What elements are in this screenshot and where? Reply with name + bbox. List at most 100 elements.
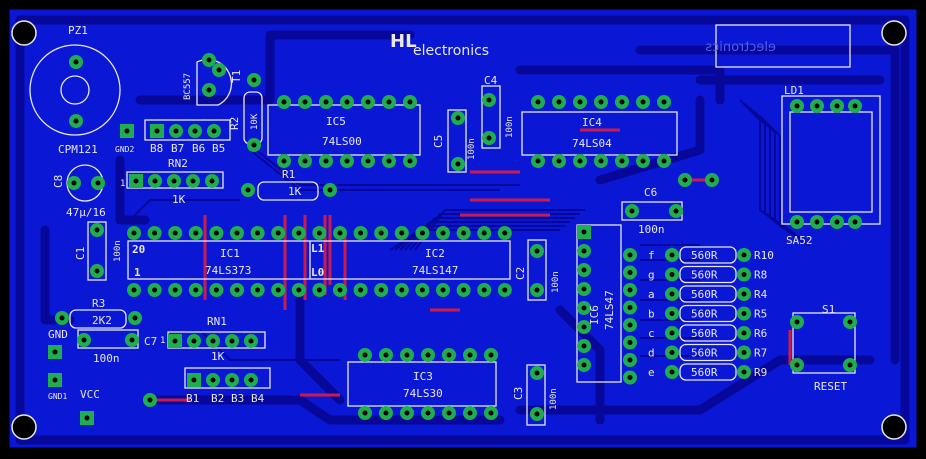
label-c8: C8: [52, 175, 65, 188]
label-b2: B2: [211, 392, 224, 405]
segment-resistor-ref: R6: [754, 327, 767, 340]
label-b5: B5: [212, 142, 225, 155]
label-b1: B1: [186, 392, 199, 405]
segment-letter-label: e: [648, 366, 655, 379]
label-reset: RESET: [814, 380, 847, 393]
label-ic4: IC4: [582, 116, 602, 129]
brand-logo-mark: HL: [390, 31, 417, 52]
top-copper: [150, 128, 792, 402]
segment-resistor-value: 560R: [691, 366, 718, 379]
label-ic2-l0: L0: [311, 266, 324, 279]
label-c2: C2: [514, 267, 527, 280]
mounting-hole: [881, 414, 907, 440]
label-r1-value: 1K: [288, 185, 302, 198]
label-c5: C5: [432, 135, 445, 148]
mounting-hole: [11, 20, 37, 46]
label-gnd2: GND2: [115, 145, 134, 154]
segment-letter-label: c: [648, 327, 655, 340]
label-gnd1: GND1: [48, 392, 67, 401]
label-ic2-l1: L1: [311, 242, 325, 255]
label-b7: B7: [171, 142, 184, 155]
segment-letter-label: b: [648, 308, 655, 321]
segment-resistor-ref: R9: [754, 366, 767, 379]
segment-resistor-ref: R7: [754, 347, 767, 360]
label-c7-value: 100n: [93, 352, 120, 365]
label-b8: B8: [150, 142, 163, 155]
label-rn2-pin1: 1: [120, 179, 125, 189]
label-vcc: VCC: [80, 388, 100, 401]
label-rn2-value: 1K: [172, 193, 186, 206]
label-c5-value: 100n: [467, 138, 477, 160]
brand-logo-text: electronics: [413, 43, 489, 59]
label-r3-value: 2K2: [92, 314, 112, 327]
segment-resistor-body: [679, 246, 737, 264]
label-bc557: BC557: [183, 73, 193, 100]
label-r3: R3: [92, 297, 105, 310]
label-ic6-type: 74LS47: [603, 290, 616, 330]
label-ic5: IC5: [326, 115, 346, 128]
segment-resistor-value: 560R: [691, 327, 718, 340]
label-s1: S1: [822, 303, 835, 316]
segment-resistor-ref: R4: [754, 288, 768, 301]
mounting-hole: [11, 414, 37, 440]
segment-resistor-body: [679, 265, 737, 284]
label-ic1: IC1: [220, 247, 240, 260]
label-c1-value: 100n: [113, 240, 123, 262]
label-c6: C6: [644, 186, 657, 199]
label-rn1-value: 1K: [211, 350, 225, 363]
segment-letter-label: a: [648, 288, 655, 301]
label-r1: R1: [282, 168, 295, 181]
segment-resistor-value: 560R: [691, 288, 718, 301]
segment-resistor-value: 560R: [691, 347, 718, 360]
label-ic4-type: 74LS04: [572, 137, 612, 150]
mounting-holes: [11, 20, 907, 440]
label-sa52: SA52: [786, 234, 813, 247]
pads: [48, 53, 862, 425]
mounting-hole: [881, 20, 907, 46]
label-r2-value: 10K: [250, 113, 260, 130]
label-rn2: RN2: [168, 157, 188, 170]
label-c3-value: 100n: [549, 388, 559, 410]
segment-resistor-ref: R5: [754, 308, 767, 321]
label-ic3-type: 74LS30: [403, 387, 443, 400]
segment-resistor-ref: R10: [754, 249, 774, 262]
segment-resistor-value: 560R: [691, 249, 718, 262]
label-ic2-type: 74LS147: [412, 264, 458, 277]
label-b6: B6: [192, 142, 205, 155]
label-t1: T1: [230, 70, 243, 83]
label-r2: R2: [228, 117, 241, 130]
segment-resistor-body: [679, 363, 737, 381]
label-c2-value: 100n: [551, 271, 561, 293]
segment-resistor-body: [679, 343, 737, 362]
label-ic5-type: 74LS00: [322, 135, 362, 148]
label-rn1-pin1: 1: [160, 336, 165, 346]
label-ic6: IC6: [588, 305, 601, 325]
label-c4-value: 100n: [505, 116, 515, 138]
label-c8-value: 47µ/16: [66, 206, 106, 219]
label-ic1-type: 74LS373: [205, 264, 251, 277]
label-c7: C7: [144, 335, 157, 348]
segment-letter-label: d: [648, 347, 655, 360]
label-ic1-pin20: 20: [132, 243, 145, 256]
label-b4: B4: [251, 392, 265, 405]
label-c4: C4: [484, 74, 498, 87]
segment-resistors: [679, 246, 737, 381]
label-c3: C3: [512, 387, 525, 400]
segment-resistor-ref: R8: [754, 269, 767, 282]
segment-resistor-value: 560R: [691, 308, 718, 321]
segment-resistor-body: [679, 285, 737, 303]
label-ic3: IC3: [413, 370, 433, 383]
label-ld1: LD1: [784, 84, 804, 97]
label-rn1: RN1: [207, 315, 227, 328]
label-c6-value: 100n: [638, 223, 665, 236]
bottom-copper: [15, 15, 910, 445]
label-gnd: GND: [48, 328, 68, 341]
segment-letter-label: f: [648, 249, 655, 262]
label-ic2: IC2: [425, 247, 445, 260]
segment-resistor-body: [679, 304, 737, 323]
label-pz1: PZ1: [68, 24, 88, 37]
segment-resistor-value: 560R: [691, 269, 718, 282]
label-c1: C1: [74, 247, 87, 260]
